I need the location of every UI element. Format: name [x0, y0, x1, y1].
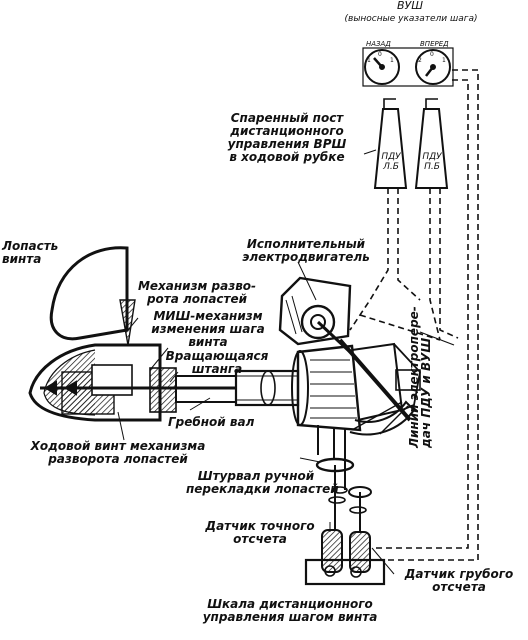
shaft-label: Гребной вал — [168, 415, 255, 429]
handwheel-line2: перекладки лопастей — [186, 482, 339, 496]
coarse-sensor-line1: Датчик грубого — [404, 567, 514, 581]
electric-lines — [349, 69, 479, 561]
handwheel-line1: Штурвал ручной — [197, 469, 315, 483]
post-line3: управления ВРШ — [227, 137, 347, 151]
screw-label: Ходовой винт механизма разворота лопасте… — [2, 440, 234, 466]
svg-text:1: 1 — [367, 57, 371, 64]
vush-dial-nazad — [364, 49, 400, 85]
nazad-label: НАЗАД — [366, 40, 391, 48]
pitch-sector — [349, 400, 416, 436]
screw-line1: Ходовой винт механизма — [30, 439, 206, 453]
scale-label: Шкала дистанционного управления шагом ви… — [190, 598, 390, 624]
blade-line2: винта — [2, 252, 42, 266]
blade-label: Лопасть винта — [2, 240, 58, 266]
mish-label: МИШ-механизм изменения шага винта — [146, 310, 270, 349]
post-line2: дистанционного — [230, 124, 344, 138]
post-label: Спаренный пост дистанционного управления… — [212, 112, 362, 164]
rotating-rod-line1: Вращающаяся — [165, 349, 269, 363]
post-line4: в ходовой рубке — [229, 150, 345, 164]
svg-text:0: 0 — [430, 51, 434, 58]
mish-line1: МИШ-механизм — [153, 309, 263, 323]
svg-text:2: 2 — [418, 57, 422, 64]
propeller-blade — [49, 246, 129, 341]
vush-subtitle: (выносные указатели шага) — [344, 14, 478, 24]
pdu-console-left — [373, 98, 408, 189]
scale-line2: управления шагом винта — [202, 610, 378, 624]
vush-title: ВУШ — [396, 0, 423, 12]
fine-sensor-label: Датчик точного отсчета — [200, 520, 320, 546]
rotation-mech-line2: рота лопастей — [146, 292, 248, 306]
motor-label: Исполнительный электродвигатель — [232, 238, 380, 264]
pdu-pb-line2: П.Б — [424, 162, 440, 172]
handwheel-label: Штурвал ручной перекладки лопастей — [186, 469, 339, 496]
pdu-pb-label: ПДУ П.Б — [417, 152, 447, 172]
svg-text:0: 0 — [378, 51, 382, 58]
screw-line2: разворота лопастей — [48, 452, 188, 466]
motor-line2: электродвигатель — [242, 250, 370, 264]
mish-body — [291, 338, 421, 432]
propeller-hub — [28, 343, 162, 422]
lines-line2: дач ПДУ и ВУШ — [419, 337, 433, 448]
actuator-motor — [278, 276, 352, 354]
mish-line2: изменения шага — [151, 322, 265, 336]
vpered-label: ВПЕРЕД — [420, 40, 449, 48]
svg-text:1: 1 — [442, 57, 446, 64]
rotating-rod-label: Вращающаяся штанга — [162, 350, 272, 376]
pdu-console-right — [414, 98, 449, 189]
rotating-rod-line2: штанга — [191, 362, 243, 376]
pdu-lb-label: ПДУ Л.Б — [376, 152, 406, 172]
mish-line3: винта — [188, 335, 228, 349]
fine-sensor — [321, 529, 343, 573]
lines-label: Линии электропере- дач ПДУ и ВУШ — [407, 306, 433, 448]
vush-dial-vpered — [415, 49, 451, 85]
motor-line1: Исполнительный — [246, 237, 366, 251]
rotation-mech-label: Механизм разво- рота лопастей — [130, 280, 264, 306]
pdu-pb-line1: ПДУ — [422, 152, 442, 162]
scale-box — [304, 558, 386, 586]
blade-line1: Лопасть — [2, 239, 59, 253]
coarse-sensor — [349, 531, 371, 573]
svg-text:1: 1 — [390, 57, 394, 64]
coarse-sensor-line2: отсчета — [432, 580, 486, 594]
pdu-lb-line2: Л.Б — [383, 162, 399, 172]
dial-tick-labels: 1 0 1 2 0 1 — [367, 51, 446, 64]
scale-line1: Шкала дистанционного — [207, 597, 373, 611]
post-line1: Спаренный пост — [230, 111, 344, 125]
rotation-mech-line1: Механизм разво- — [137, 279, 257, 293]
coarse-sensor-label: Датчик грубого отсчета — [392, 568, 526, 594]
fine-sensor-line2: отсчета — [233, 532, 287, 546]
pdu-lb-line1: ПДУ — [381, 152, 401, 162]
fine-sensor-line1: Датчик точного — [205, 519, 315, 533]
